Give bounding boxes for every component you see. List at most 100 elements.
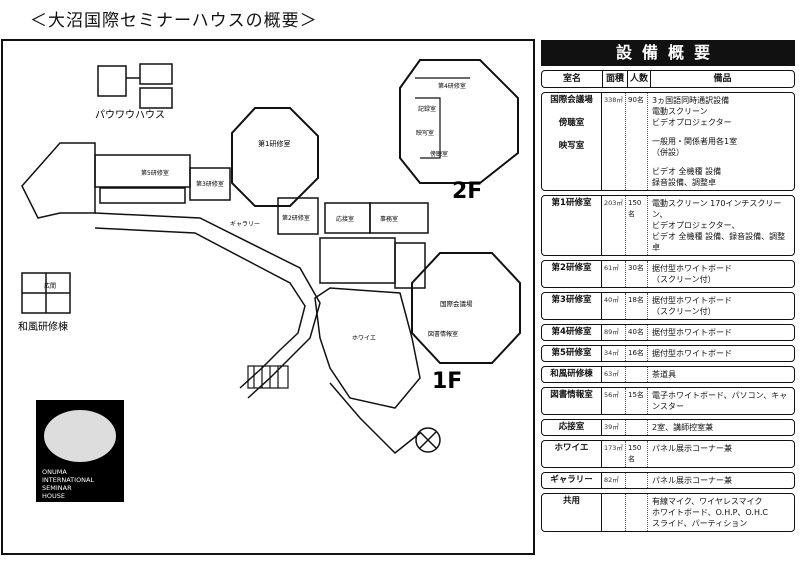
spec-capacity: 15名 [626, 388, 648, 414]
spec-equipment-line: 据付型ホワイトボード [652, 296, 732, 305]
spec-equipment: 電子ホワイトボード、パソコン、キャンスター [648, 388, 794, 414]
spec-equipment-line: 3ヵ国語同時通訳設備 [652, 96, 730, 105]
spec-room-name-text: 第5研修室 [551, 348, 592, 358]
entrance-stair [247, 365, 289, 389]
room-label-library: 図書情報室 [428, 330, 458, 338]
spec-equipment-line: 電子ホワイトボード、パソコン、キャンスター [652, 391, 788, 411]
spec-equipment-line: 電動スクリーン 170インチスクリーン、 [652, 199, 782, 219]
spec-room-name-text: 国際会議場 [550, 95, 593, 105]
spec-room-name-text: 第3研修室 [551, 295, 592, 305]
foyer-area [314, 287, 421, 455]
spec-sub-room-name: 傍聴室 [558, 118, 585, 128]
room-label-reception: 応接室 [336, 215, 354, 223]
spec-room-name: 和風研修棟 [542, 367, 602, 382]
spec-room-name: ギャラリー [542, 473, 602, 488]
floor-plan-drawing: パウワウハウス 第4研修室 記録室 映写室 傍聴室 2F 第1研修室 第5研修室… [1, 39, 535, 555]
spec-equipment-line: パネル展示コーナー兼 [652, 476, 732, 485]
spec-capacity: 150名 [626, 441, 648, 467]
room-label-kiroku: 記録室 [418, 105, 436, 113]
floor-plan: パウワウハウス 第4研修室 記録室 映写室 傍聴室 2F 第1研修室 第5研修室… [0, 38, 537, 558]
spec-room-name: 応接室 [542, 420, 602, 435]
room-label-office: 事務室 [380, 215, 398, 223]
seminar-1-building [231, 107, 319, 207]
spec-area [602, 494, 626, 531]
spec-area: 39㎡ [602, 420, 626, 435]
room-label-foyer: ホワイエ [352, 335, 376, 342]
spec-sub-room-name: 映写室 [558, 141, 585, 151]
spec-area: 40㎡ [602, 293, 626, 319]
corridor [94, 212, 321, 399]
spec-room-name-text: 第2研修室 [551, 263, 592, 273]
compass-icon [415, 427, 441, 453]
spec-room-name-text: 共用 [562, 496, 580, 506]
spec-room-name: 共用 [542, 494, 602, 531]
logo-line-1: ONUMA [42, 468, 67, 476]
spec-equipment-line: 据付型ホワイトボード [652, 349, 732, 358]
room-label-hiroma: 広間 [44, 282, 56, 290]
spec-equipment-line: （スクリーン付） [652, 307, 716, 316]
plan-frame [1, 39, 535, 555]
spec-equipment-line: パネル展示コーナー兼 [652, 444, 732, 453]
spec-equipment-line: 据付型ホワイトボード [652, 264, 732, 273]
spec-sub-equipment: 一般用・関係者用各1室（併設） [652, 136, 792, 158]
spec-equipment: 据付型ホワイトボード [648, 346, 794, 361]
spec-capacity [626, 420, 648, 435]
spec-room-name: 第4研修室 [542, 325, 602, 340]
spec-equipment-line: 一般用・関係者用各1室 [652, 137, 738, 146]
spec-capacity [626, 473, 648, 488]
spec-room-name: ホワイエ [542, 441, 602, 467]
spec-header: 設備概要 [541, 40, 795, 66]
central-block [277, 197, 429, 289]
pauwau-house-building [97, 63, 173, 109]
spec-room-name: 国際会議場傍聴室映写室 [542, 93, 602, 190]
spec-room-name: 第1研修室 [542, 196, 602, 255]
spec-sub-equipment: ビデオ 全機種 設備録音設備、調整卓 [652, 166, 792, 188]
spec-equipment-line: 2室、講師控室兼 [652, 423, 714, 432]
spec-room-name-text: 図書情報室 [550, 390, 593, 400]
col-area: 面積 [603, 71, 628, 87]
room-label-seminar-4: 第4研修室 [438, 82, 466, 90]
room-label-eisha: 映写室 [416, 129, 434, 137]
conference-building [411, 252, 521, 364]
spec-room-name: 図書情報室 [542, 388, 602, 414]
spec-equipment: パネル展示コーナー兼 [648, 473, 794, 488]
spec-area: 338㎡ [602, 93, 626, 190]
spec-room-name-text: ギャラリー [550, 475, 593, 485]
spec-capacity: 90名 [626, 93, 648, 190]
washitsu-label: 和風研修棟 [18, 320, 68, 333]
spec-equipment-line: ビデオ 全機種 設備、録音設備、調整卓 [652, 232, 786, 252]
logo-globe-icon [44, 410, 116, 462]
spec-equipment: 据付型ホワイトボード （スクリーン付） [648, 293, 794, 319]
logo-line-2: INTERNATIONAL [42, 476, 94, 484]
spec-equipment-line: スライド、パーティション [652, 519, 748, 528]
spec-room-name-text: 第1研修室 [551, 198, 592, 208]
spec-equipment-line: 据付型ホワイトボード [652, 328, 732, 337]
spec-equipment-line: ビデオプロジェクター [652, 118, 732, 127]
pauwau-house-label: パウワウハウス [95, 109, 165, 121]
logo-line-3: SEMINAR [42, 484, 72, 492]
spec-capacity: 18名 [626, 293, 648, 319]
spec-equipment: 据付型ホワイトボード（スクリーン付） [648, 261, 794, 287]
washitsu-building [21, 272, 71, 314]
spec-room-name-text: 和風研修棟 [550, 369, 593, 379]
floor-2f-building [399, 59, 519, 184]
spec-equipment: 茶道具 [648, 367, 794, 382]
spec-capacity: 150名 [626, 196, 648, 255]
spec-equipment: 2室、講師控室兼 [648, 420, 794, 435]
spec-equipment: 電動スクリーン 170インチスクリーン、ビデオプロジェクター、ビデオ 全機種 設… [648, 196, 794, 255]
spec-area: 82㎡ [602, 473, 626, 488]
spec-area: 34㎡ [602, 346, 626, 361]
floor-label-2f: 2F [452, 179, 482, 204]
spec-equipment-line: ビデオプロジェクター、 [652, 221, 740, 230]
page-title: ＜大沼国際セミナーハウスの概要＞ [30, 11, 318, 31]
spec-area: 56㎡ [602, 388, 626, 414]
spec-column-header: 室名 面積 人数 備品 [541, 70, 795, 88]
